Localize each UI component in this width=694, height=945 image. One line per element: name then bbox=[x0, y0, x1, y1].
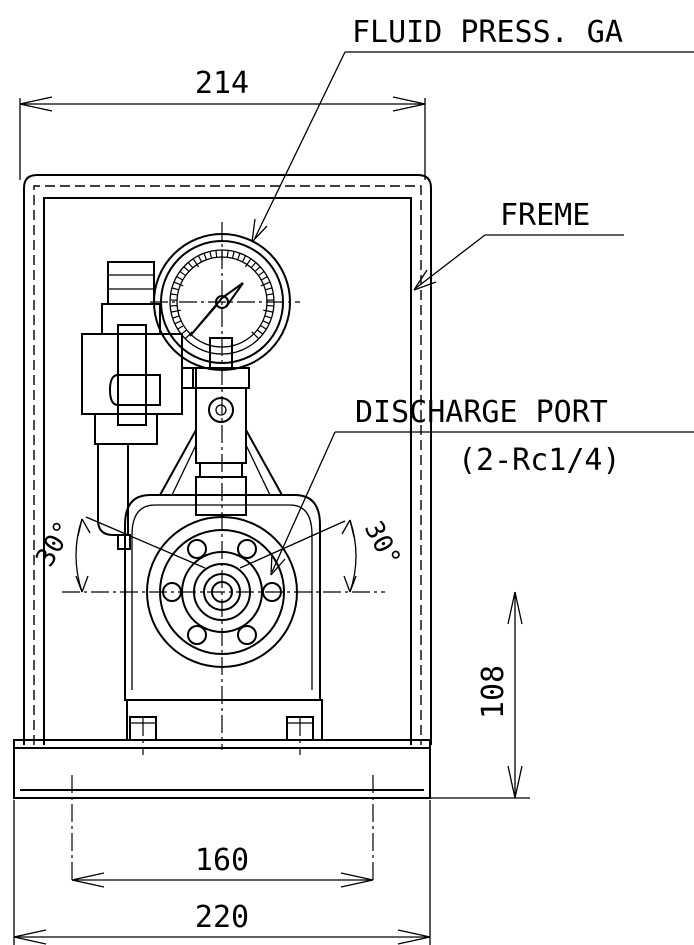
gauge-tick bbox=[260, 325, 267, 330]
frame bbox=[23, 174, 432, 745]
gauge-tick bbox=[266, 304, 274, 307]
gauge-tick bbox=[187, 262, 194, 269]
gauge-tick bbox=[264, 315, 272, 319]
gauge-tick bbox=[260, 276, 268, 281]
dim-214-text: 214 bbox=[195, 66, 249, 101]
angle-left-text: 30° bbox=[30, 516, 79, 572]
dim-108-text: 108 bbox=[476, 665, 511, 719]
gauge-tick bbox=[173, 281, 184, 287]
gauge-tick bbox=[256, 329, 264, 335]
gauge-tick bbox=[215, 250, 218, 258]
gauge-tick bbox=[184, 331, 193, 340]
dim-160-text: 160 bbox=[195, 843, 249, 878]
angle-left: 30° bbox=[30, 516, 206, 593]
gauge-tick bbox=[170, 304, 178, 307]
centerlines bbox=[62, 222, 385, 880]
gauge-tick bbox=[262, 320, 270, 325]
gauge-tick bbox=[203, 253, 207, 260]
gauge-tick bbox=[176, 276, 184, 281]
gauge-tick bbox=[265, 287, 273, 291]
gauge-tick bbox=[174, 320, 182, 325]
air-filter-regulator bbox=[81, 261, 197, 550]
gauge-tick bbox=[263, 309, 274, 313]
label-discharge-spec: (2-Rc1/4) bbox=[458, 443, 621, 478]
gauge-tick bbox=[177, 325, 184, 330]
dimension-160: 160 bbox=[71, 843, 374, 888]
leader-discharge: DISCHARGE PORT (2-Rc1/4) bbox=[270, 395, 694, 576]
gauge-tick bbox=[251, 331, 260, 340]
gauge-tick bbox=[183, 266, 190, 272]
gauge-tick bbox=[231, 251, 235, 259]
leader-gauge: FLUID PRESS. GA bbox=[251, 15, 694, 243]
gauge-tick bbox=[226, 250, 229, 258]
gauge-tick bbox=[260, 281, 271, 287]
angle-right: 30° bbox=[239, 516, 407, 593]
gauge-tick bbox=[250, 262, 257, 269]
gauge-tick bbox=[192, 258, 200, 268]
label-discharge-port: DISCHARGE PORT bbox=[355, 395, 608, 430]
gauge-tick bbox=[172, 315, 180, 319]
gauge-tick bbox=[179, 270, 186, 277]
dimension-220: 220 bbox=[13, 800, 431, 945]
gauge-tick bbox=[209, 251, 213, 259]
leader-frame: FREME bbox=[413, 198, 624, 291]
gauge-tick bbox=[258, 270, 265, 277]
gauge-tick bbox=[171, 287, 179, 291]
gauge-tick bbox=[170, 309, 181, 313]
label-gauge: FLUID PRESS. GA bbox=[352, 15, 623, 50]
gauge-tick bbox=[237, 253, 241, 260]
gauge-tick bbox=[244, 258, 252, 268]
dimension-108: 108 bbox=[430, 591, 530, 799]
gauge-tick bbox=[180, 329, 188, 335]
gauge-tick bbox=[266, 293, 274, 296]
gauge-tick bbox=[241, 255, 247, 263]
label-frame: FREME bbox=[500, 198, 590, 233]
gauge-tick bbox=[170, 293, 178, 296]
gauge-tick bbox=[197, 255, 203, 263]
dim-220-text: 220 bbox=[195, 900, 249, 935]
angle-right-text: 30° bbox=[358, 516, 407, 572]
gauge-tick bbox=[254, 266, 261, 272]
dimension-214: 214 bbox=[19, 66, 426, 180]
gauge-piping bbox=[159, 337, 283, 516]
pump-body bbox=[124, 494, 323, 741]
